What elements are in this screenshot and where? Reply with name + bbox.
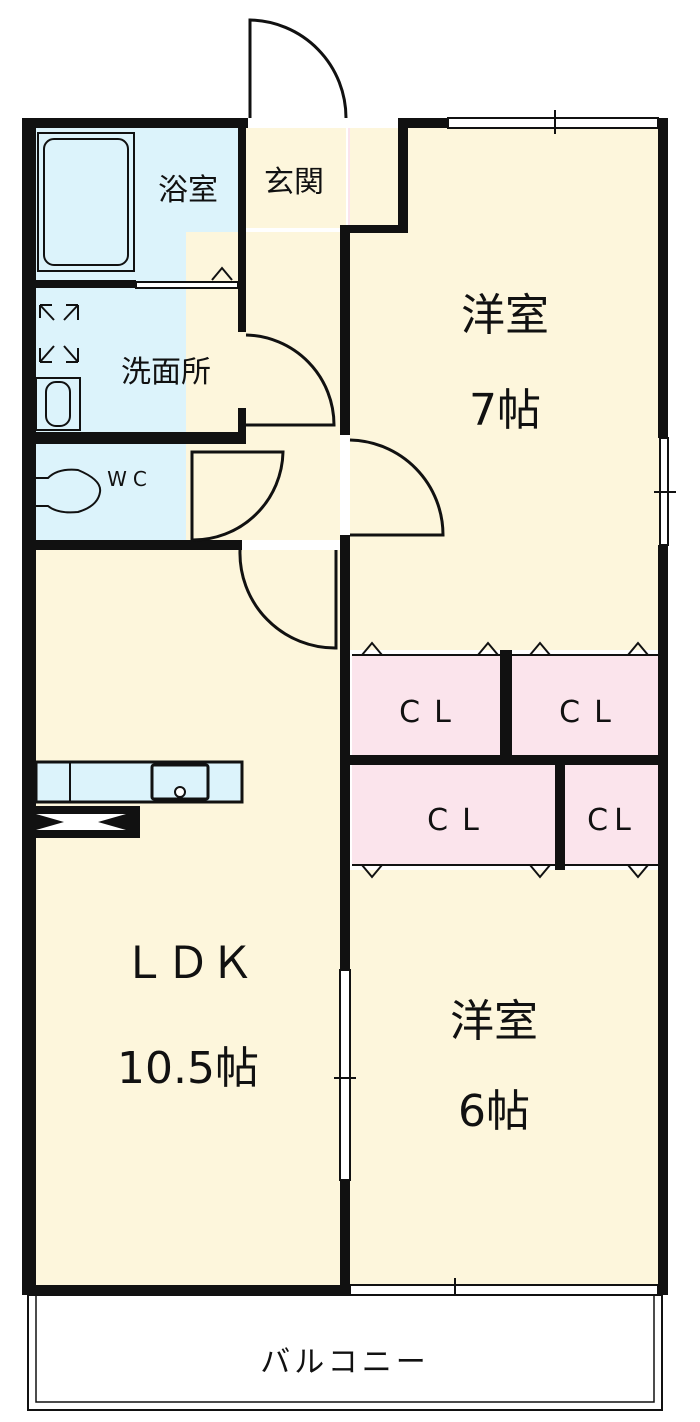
sink-icon: [35, 377, 81, 431]
closet3-floor: [352, 765, 555, 865]
wc-floor: [36, 444, 186, 540]
balcony-label: バルコニー: [260, 1345, 429, 1380]
closet4-label: CL: [587, 803, 637, 838]
toilet-icon: [36, 468, 102, 514]
western2-floor: [350, 870, 660, 1288]
balcony: [27, 1294, 663, 1411]
wc-door: [190, 450, 285, 542]
kitchen-counter: [34, 760, 244, 804]
room-labels: 浴室 玄関 洗面所 WC 洋室 7帖 CL CL CL CL ＬＤＫ 10.5帖…: [107, 165, 637, 1380]
western2-name: 洋室: [450, 996, 538, 1047]
ldk-size: 10.5帖: [117, 1043, 259, 1094]
entrance-floor: [246, 128, 346, 228]
fixtures: [22, 132, 658, 879]
entrance-label: 玄関: [264, 165, 324, 200]
closet3-label: CL: [427, 803, 493, 838]
closet1-floor: [352, 655, 500, 755]
closet2-label: CL: [559, 695, 625, 730]
entry-door: [248, 18, 348, 119]
bathtub-icon: [37, 132, 135, 272]
closet2-floor: [512, 655, 658, 755]
western2-size: 6帖: [458, 1086, 530, 1137]
western1-name: 洋室: [461, 290, 549, 341]
doors: [135, 18, 445, 650]
closet4-floor: [565, 765, 658, 865]
washroom-door: [245, 333, 336, 427]
western1-size: 7帖: [469, 385, 541, 436]
wc-label: WC: [107, 467, 153, 491]
ldk-floor: [36, 550, 340, 1288]
bath-label: 浴室: [158, 173, 218, 208]
washer-icon: [39, 304, 79, 363]
closet1-label: CL: [399, 695, 465, 730]
washroom-label: 洗面所: [121, 355, 211, 390]
ldk-name: ＬＤＫ: [122, 938, 254, 989]
kitchen-sink-icon: [150, 763, 210, 801]
ldk-door: [238, 549, 338, 650]
western1-door: [349, 438, 445, 537]
